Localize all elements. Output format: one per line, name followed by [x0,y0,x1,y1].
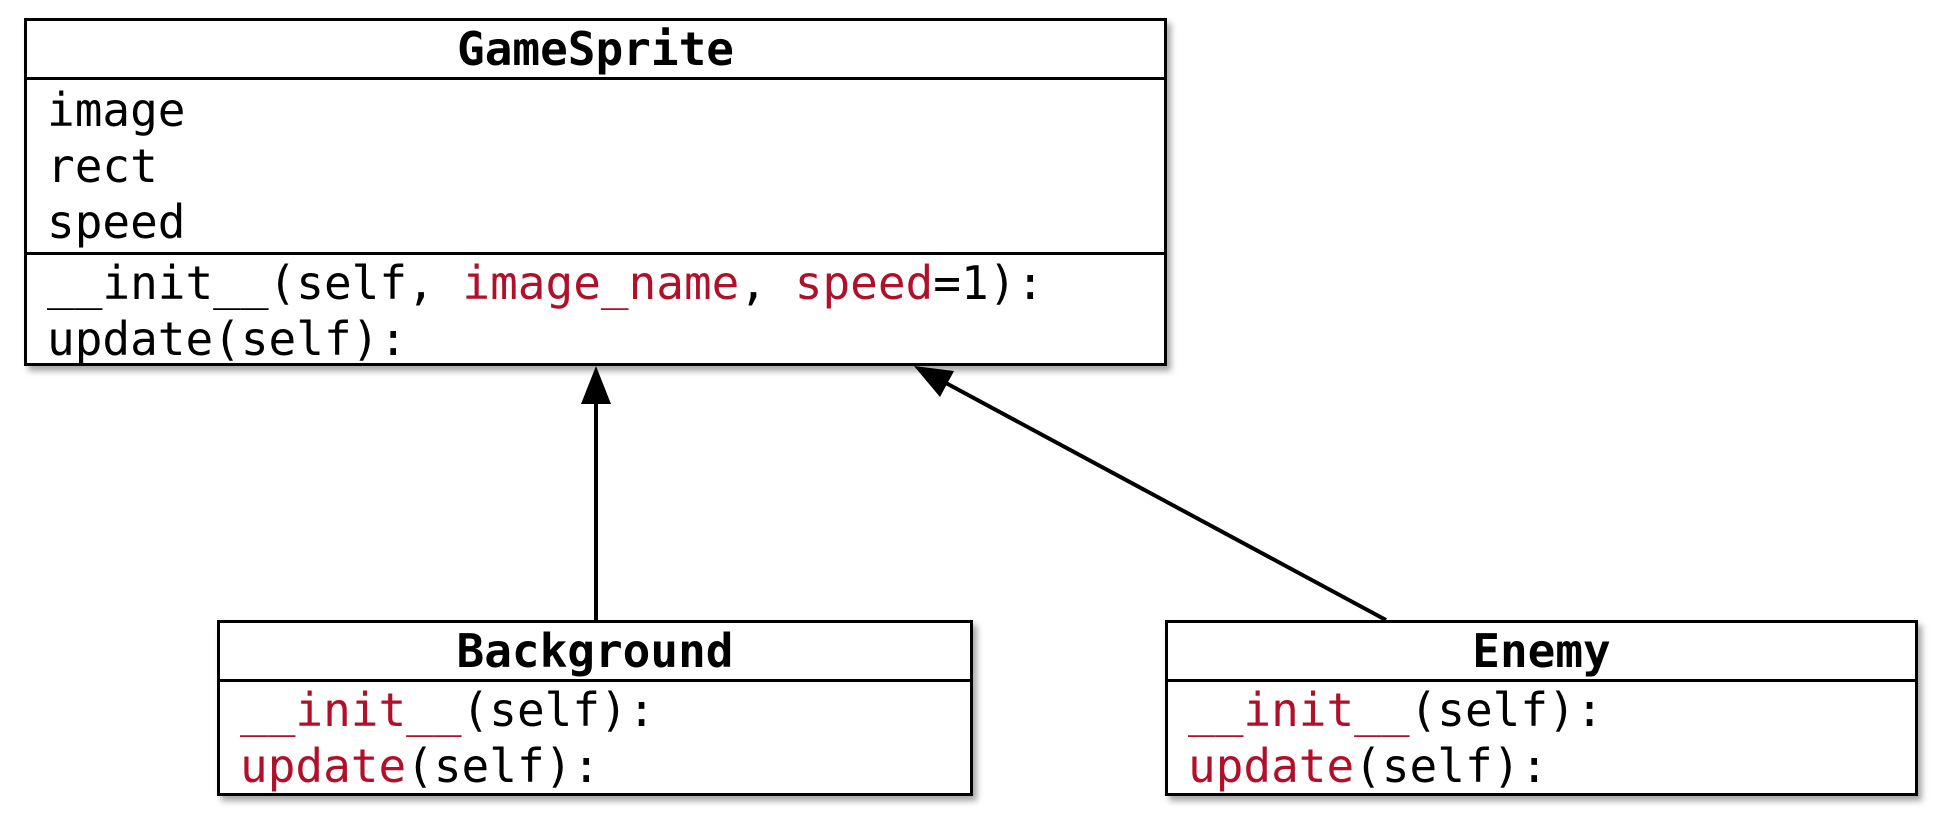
enemy-method-init: __init__(self): [1188,682,1915,738]
background-to-gamesprite-arrowhead [581,366,611,404]
gamesprite-class-name: GameSprite [27,21,1164,80]
background-method-init: __init__(self): [240,682,970,738]
param-image-name: image_name [462,256,740,310]
method-init-suffix: =1): [933,256,1045,310]
background-methods: __init__(self): update(self): [220,682,970,794]
attribute-speed: speed [47,195,186,249]
enemy-init-args: (self): [1409,683,1604,737]
gamesprite-class: GameSprite image rect speed __init__(sel… [24,18,1167,366]
enemy-class-name: Enemy [1168,623,1915,682]
background-method-update: update(self): [240,738,970,794]
attribute-rect: rect [47,139,158,193]
enemy-method-update: update(self): [1188,738,1915,794]
background-update-name: update [240,739,407,793]
enemy-update-args: (self): [1354,739,1549,793]
method-init-prefix: __init__(self, [47,256,463,310]
method-init-separator: , [739,256,795,310]
background-update-args: (self): [406,739,601,793]
enemy-to-gamesprite-line [943,380,1387,622]
enemy-class: Enemy __init__(self): update(self): [1165,620,1918,796]
enemy-init-name: __init__ [1188,683,1410,737]
gamesprite-methods: __init__(self, image_name, speed=1): upd… [27,255,1164,367]
enemy-to-gamesprite-arrowhead [914,366,954,397]
attribute-image: image [47,83,186,137]
enemy-update-name: update [1188,739,1355,793]
method-update: update(self): [47,312,408,366]
background-init-name: __init__ [240,683,462,737]
background-class: Background __init__(self): update(self): [217,620,973,796]
background-class-name: Background [220,623,970,682]
background-init-args: (self): [461,683,656,737]
gamesprite-attributes: image rect speed [27,80,1164,255]
method-init: __init__(self, image_name, speed=1): [47,255,1164,311]
param-speed: speed [794,256,934,310]
enemy-methods: __init__(self): update(self): [1168,682,1915,794]
